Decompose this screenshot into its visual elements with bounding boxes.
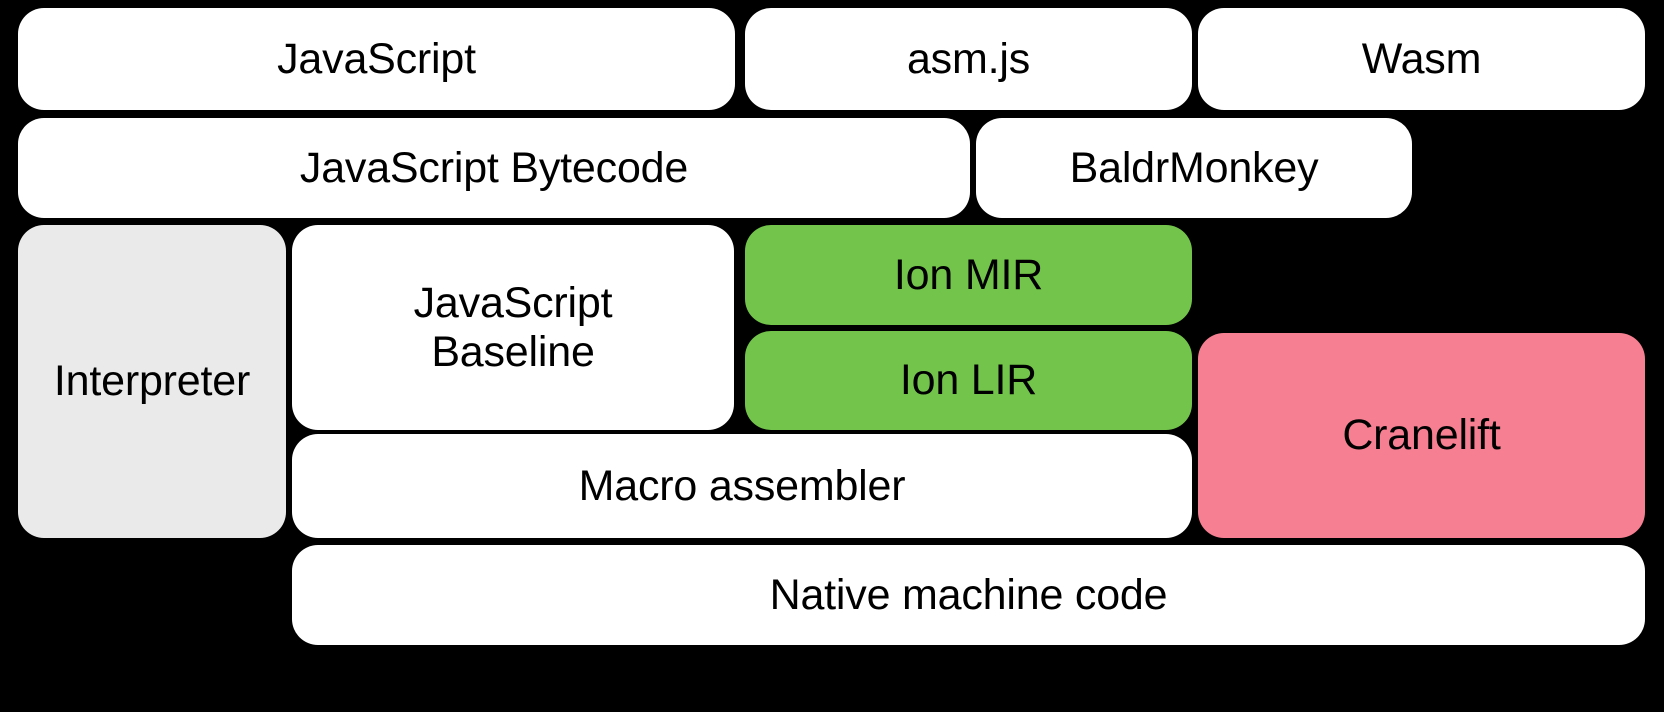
node-macro-assembler: Macro assembler xyxy=(292,434,1192,538)
node-javascript: JavaScript xyxy=(18,8,735,110)
node-ion-lir: Ion LIR xyxy=(745,331,1192,430)
node-interpreter: Interpreter xyxy=(18,225,286,538)
node-asmjs: asm.js xyxy=(745,8,1192,110)
node-wasm: Wasm xyxy=(1198,8,1645,110)
node-ion-mir: Ion MIR xyxy=(745,225,1192,325)
node-javascript-baseline: JavaScript Baseline xyxy=(292,225,734,430)
node-baldrmonkey: BaldrMonkey xyxy=(976,118,1412,218)
node-cranelift: Cranelift xyxy=(1198,333,1645,538)
node-javascript-bytecode: JavaScript Bytecode xyxy=(18,118,970,218)
node-native-machine-code: Native machine code xyxy=(292,545,1645,645)
